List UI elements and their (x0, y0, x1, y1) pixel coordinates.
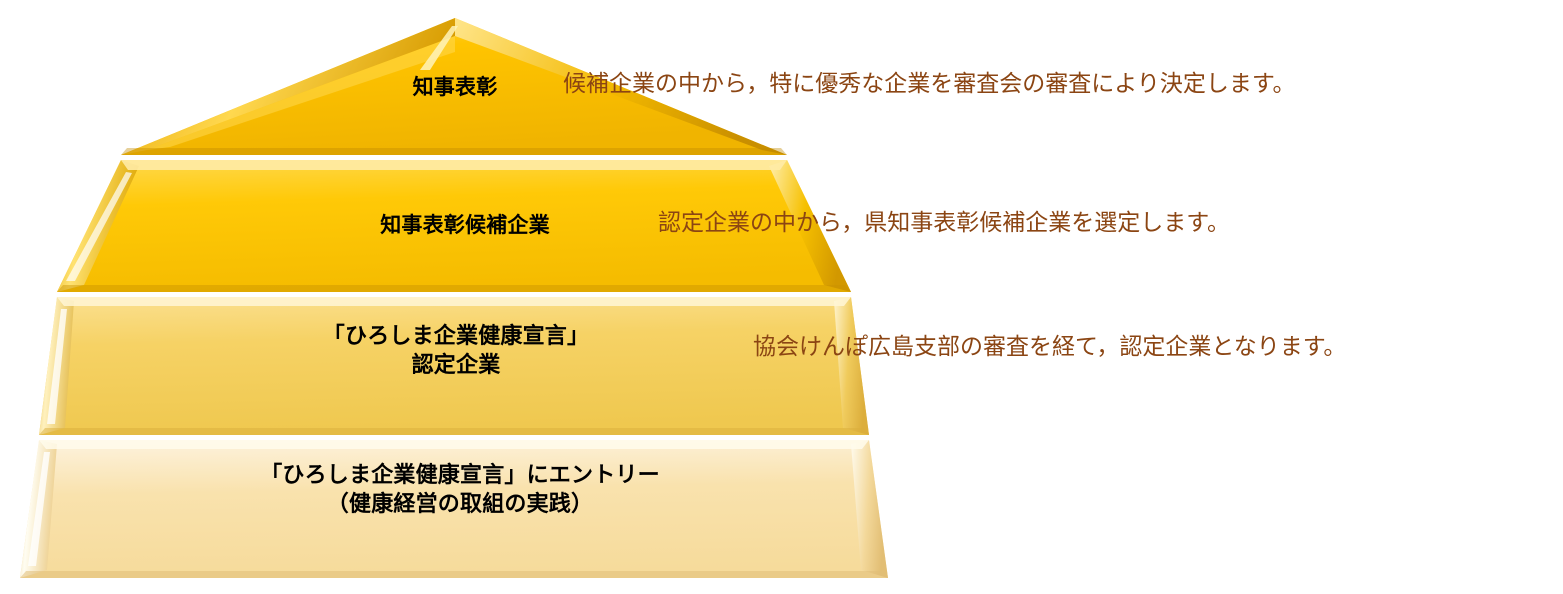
pyramid-tier-1 (121, 18, 787, 155)
pyramid-tier-4 (20, 440, 888, 578)
tier-4-label: 「ひろしま企業健康宣言」にエントリー （健康経営の取組の実践） (260, 463, 660, 518)
tier-3-label: 「ひろしま企業健康宣言」 認定企業 (322, 324, 590, 379)
pyramid-graphic (20, 18, 888, 578)
tier-1-label: 知事表彰 (412, 75, 498, 99)
tier-1-description: 候補企業の中から，特に優秀な企業を審査会の審査により決定します。 (563, 71, 1296, 97)
tier-2-label: 知事表彰候補企業 (380, 213, 550, 237)
pyramid-tier-2 (57, 160, 851, 292)
tier-3-description: 協会けんぽ広島支部の審査を経て，認定企業となります。 (753, 334, 1347, 360)
tier-2-description: 認定企業の中から，県知事表彰候補企業を選定します。 (658, 210, 1231, 236)
pyramid-tier-3 (39, 297, 869, 435)
